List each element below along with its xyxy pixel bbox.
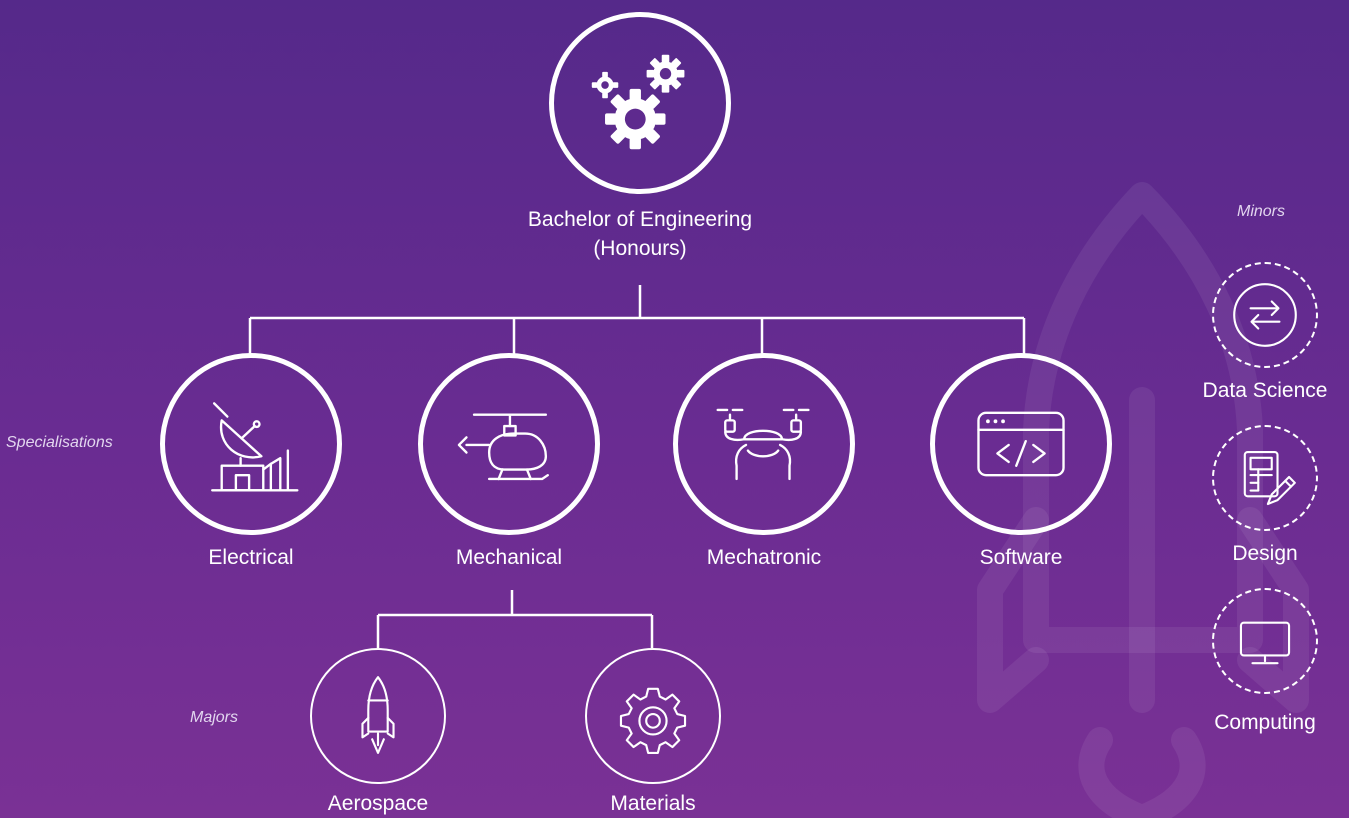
major-aerospace-label: Aerospace xyxy=(327,792,429,815)
specialisation-mechatronic-label: Mechatronic xyxy=(706,546,822,569)
major-materials-label: Materials xyxy=(610,792,696,815)
rocket-icon xyxy=(361,676,395,754)
specialisations-section-label: Specialisations xyxy=(6,434,113,451)
monitor-icon xyxy=(1239,621,1291,665)
design-pencil-icon xyxy=(1243,450,1296,506)
minor-data-science-node[interactable] xyxy=(1212,262,1318,368)
gears-icon xyxy=(591,54,685,150)
minor-computing-node[interactable] xyxy=(1212,588,1318,694)
minor-design-label: Design xyxy=(1232,542,1298,565)
specialisation-mechanical-node[interactable] xyxy=(418,353,600,535)
gear-icon xyxy=(619,687,687,754)
major-aerospace-node[interactable] xyxy=(310,648,446,784)
minor-design-node[interactable] xyxy=(1212,425,1318,531)
root-gears-node xyxy=(549,12,731,194)
satellite-dish-icon xyxy=(211,402,299,492)
code-window-icon xyxy=(977,411,1065,477)
majors-section-label: Majors xyxy=(190,709,239,726)
helicopter-icon xyxy=(457,413,549,481)
specialisation-electrical-label: Electrical xyxy=(208,546,294,569)
minor-computing-label: Computing xyxy=(1214,711,1316,734)
minors-section-label: Minors xyxy=(1237,203,1286,220)
specialisation-mechatronic-node[interactable] xyxy=(673,353,855,535)
root-title-line2: (Honours) xyxy=(593,237,687,260)
drone-icon xyxy=(716,408,810,481)
exchange-arrows-icon xyxy=(1233,283,1297,347)
specialisation-mechanical-label: Mechanical xyxy=(455,546,563,569)
major-materials-node[interactable] xyxy=(585,648,721,784)
root-title-line1: Bachelor of Engineering xyxy=(527,208,753,231)
specialisation-electrical-node[interactable] xyxy=(160,353,342,535)
minor-data-science-label: Data Science xyxy=(1202,379,1328,402)
specialisation-software-label: Software xyxy=(979,546,1063,569)
specialisation-software-node[interactable] xyxy=(930,353,1112,535)
